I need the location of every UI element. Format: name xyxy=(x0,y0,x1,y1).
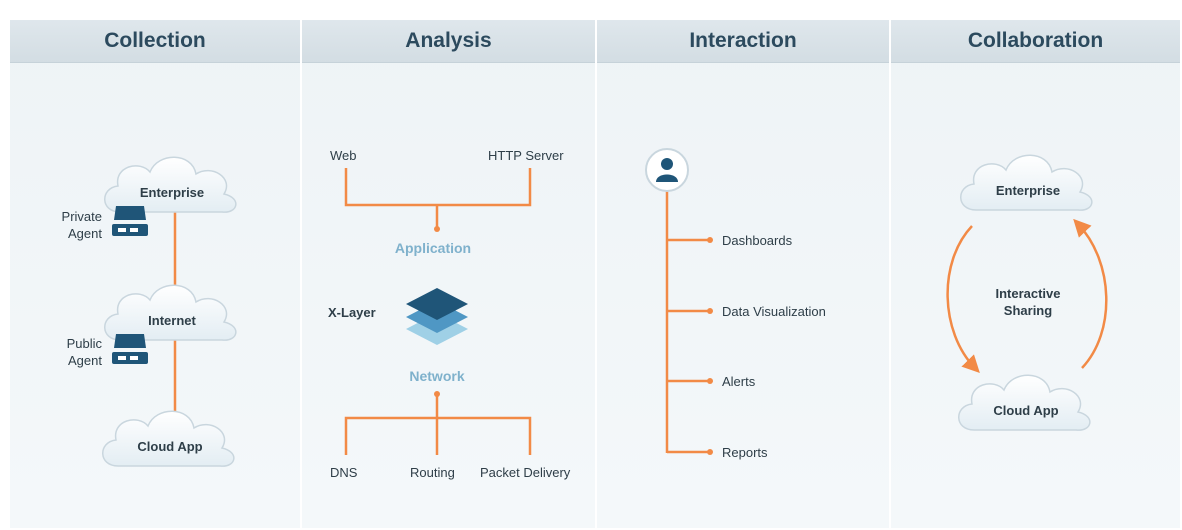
user-icon xyxy=(645,148,689,192)
bracket-node-bottom xyxy=(434,391,440,397)
server-icon xyxy=(112,334,148,364)
share-arrow-up xyxy=(1073,218,1108,369)
share-arrow-down xyxy=(946,225,980,374)
application-bracket xyxy=(344,168,532,228)
panel-title-analysis: Analysis xyxy=(302,20,595,63)
cloud-label-internet: Internet xyxy=(148,313,196,328)
collaboration-diagram: Enterprise Cloud App Interactive Sharing xyxy=(946,154,1108,431)
label-application: Application xyxy=(395,240,471,256)
branch-node xyxy=(707,237,713,243)
panel-title-collaboration: Collaboration xyxy=(891,20,1180,63)
panel-analysis: Analysis xyxy=(302,20,595,528)
label-http-server: HTTP Server xyxy=(488,148,564,163)
cloud-label-enterprise: Enterprise xyxy=(140,185,204,200)
interaction-diagram: Dashboards Data Visualization Alerts Rep… xyxy=(645,148,826,460)
label-routing: Routing xyxy=(410,465,455,480)
cloud-collab-cloud-app: Cloud App xyxy=(957,374,1091,431)
panel-title-interaction: Interaction xyxy=(597,20,889,63)
cloud-label-collab-enterprise: Enterprise xyxy=(996,183,1060,198)
branch-node xyxy=(707,449,713,455)
branch-node xyxy=(707,378,713,384)
panel-title-collection: Collection xyxy=(10,20,300,63)
layers-icon xyxy=(406,288,468,345)
cloud-collab-enterprise: Enterprise xyxy=(959,154,1093,211)
item-alerts: Alerts xyxy=(722,374,756,389)
network-bracket xyxy=(344,395,532,455)
panel-collaboration: Collaboration xyxy=(891,20,1180,528)
label-network: Network xyxy=(409,368,464,384)
cloud-label-cloud-app: Cloud App xyxy=(137,439,202,454)
cloud-cloud-app: Cloud App xyxy=(101,410,235,467)
center-label-line1: Interactive xyxy=(995,286,1060,301)
agent-label-public-line2: Agent xyxy=(68,353,102,368)
label-web: Web xyxy=(330,148,357,163)
analysis-diagram: Web HTTP Server Application X-Layer Netw… xyxy=(328,148,571,480)
server-icon xyxy=(112,206,148,236)
collection-diagram: Enterprise Internet Cloud App Private Ag… xyxy=(62,156,237,467)
agent-label-private-line1: Private xyxy=(62,209,102,224)
item-dashboards: Dashboards xyxy=(722,233,793,248)
agent-label-public-line1: Public xyxy=(67,336,103,351)
label-packet-delivery: Packet Delivery xyxy=(480,465,571,480)
bracket-node-top xyxy=(434,226,440,232)
item-data-visualization: Data Visualization xyxy=(722,304,826,319)
cloud-enterprise: Enterprise xyxy=(103,156,237,213)
label-x-layer: X-Layer xyxy=(328,305,376,320)
cloud-internet: Internet xyxy=(103,284,237,341)
center-label-line2: Sharing xyxy=(1004,303,1052,318)
panel-interaction: Interaction xyxy=(597,20,889,528)
branch-node xyxy=(707,308,713,314)
item-reports: Reports xyxy=(722,445,768,460)
label-dns: DNS xyxy=(330,465,358,480)
cloud-label-collab-cloud-app: Cloud App xyxy=(993,403,1058,418)
agent-label-private-line2: Agent xyxy=(68,226,102,241)
